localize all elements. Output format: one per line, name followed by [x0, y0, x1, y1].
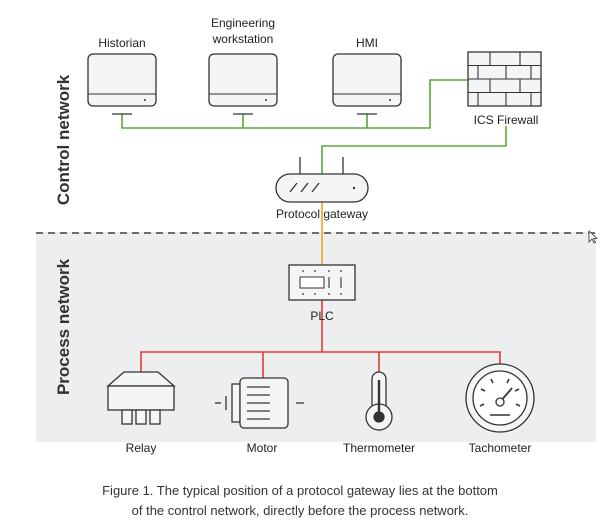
tachometer-icon [465, 363, 535, 433]
motor-label: Motor [246, 441, 278, 455]
firewall-icon [467, 51, 542, 107]
thermometer-icon [365, 371, 393, 431]
engineering-workstation-label-line1: Engineering [210, 16, 276, 30]
figure-caption-line1: Figure 1. The typical position of a prot… [102, 483, 498, 498]
figure-caption: Figure 1. The typical position of a prot… [0, 481, 600, 521]
process-network-links [140, 300, 501, 378]
relay-label: Relay [125, 441, 157, 455]
historian-label: Historian [98, 36, 146, 50]
thermometer-label: Thermometer [342, 441, 416, 455]
plc-label: PLC [310, 309, 334, 323]
control-network-links [121, 79, 507, 174]
tachometer-label: Tachometer [468, 441, 532, 455]
protocol-gateway-icon [275, 157, 369, 203]
engineering-workstation-label: Engineering workstation [198, 15, 288, 47]
process-network-label: Process network [54, 258, 73, 396]
engineering-workstation-computer-icon [208, 53, 278, 115]
hmi-label: HMI [356, 36, 378, 50]
control-network-label: Control network [54, 74, 73, 206]
firewall-label: ICS Firewall [473, 113, 539, 127]
motor-icon [215, 377, 304, 429]
mouse-cursor-icon [588, 230, 599, 244]
figure-caption-line2: of the control network, directly before … [131, 503, 469, 518]
relay-icon [106, 371, 176, 425]
protocol-gateway-label: Protocol gateway [275, 207, 369, 221]
plc-icon [288, 264, 356, 301]
hmi-computer-icon [332, 53, 402, 115]
engineering-workstation-label-line2: workstation [212, 32, 274, 46]
historian-computer-icon [87, 53, 157, 115]
